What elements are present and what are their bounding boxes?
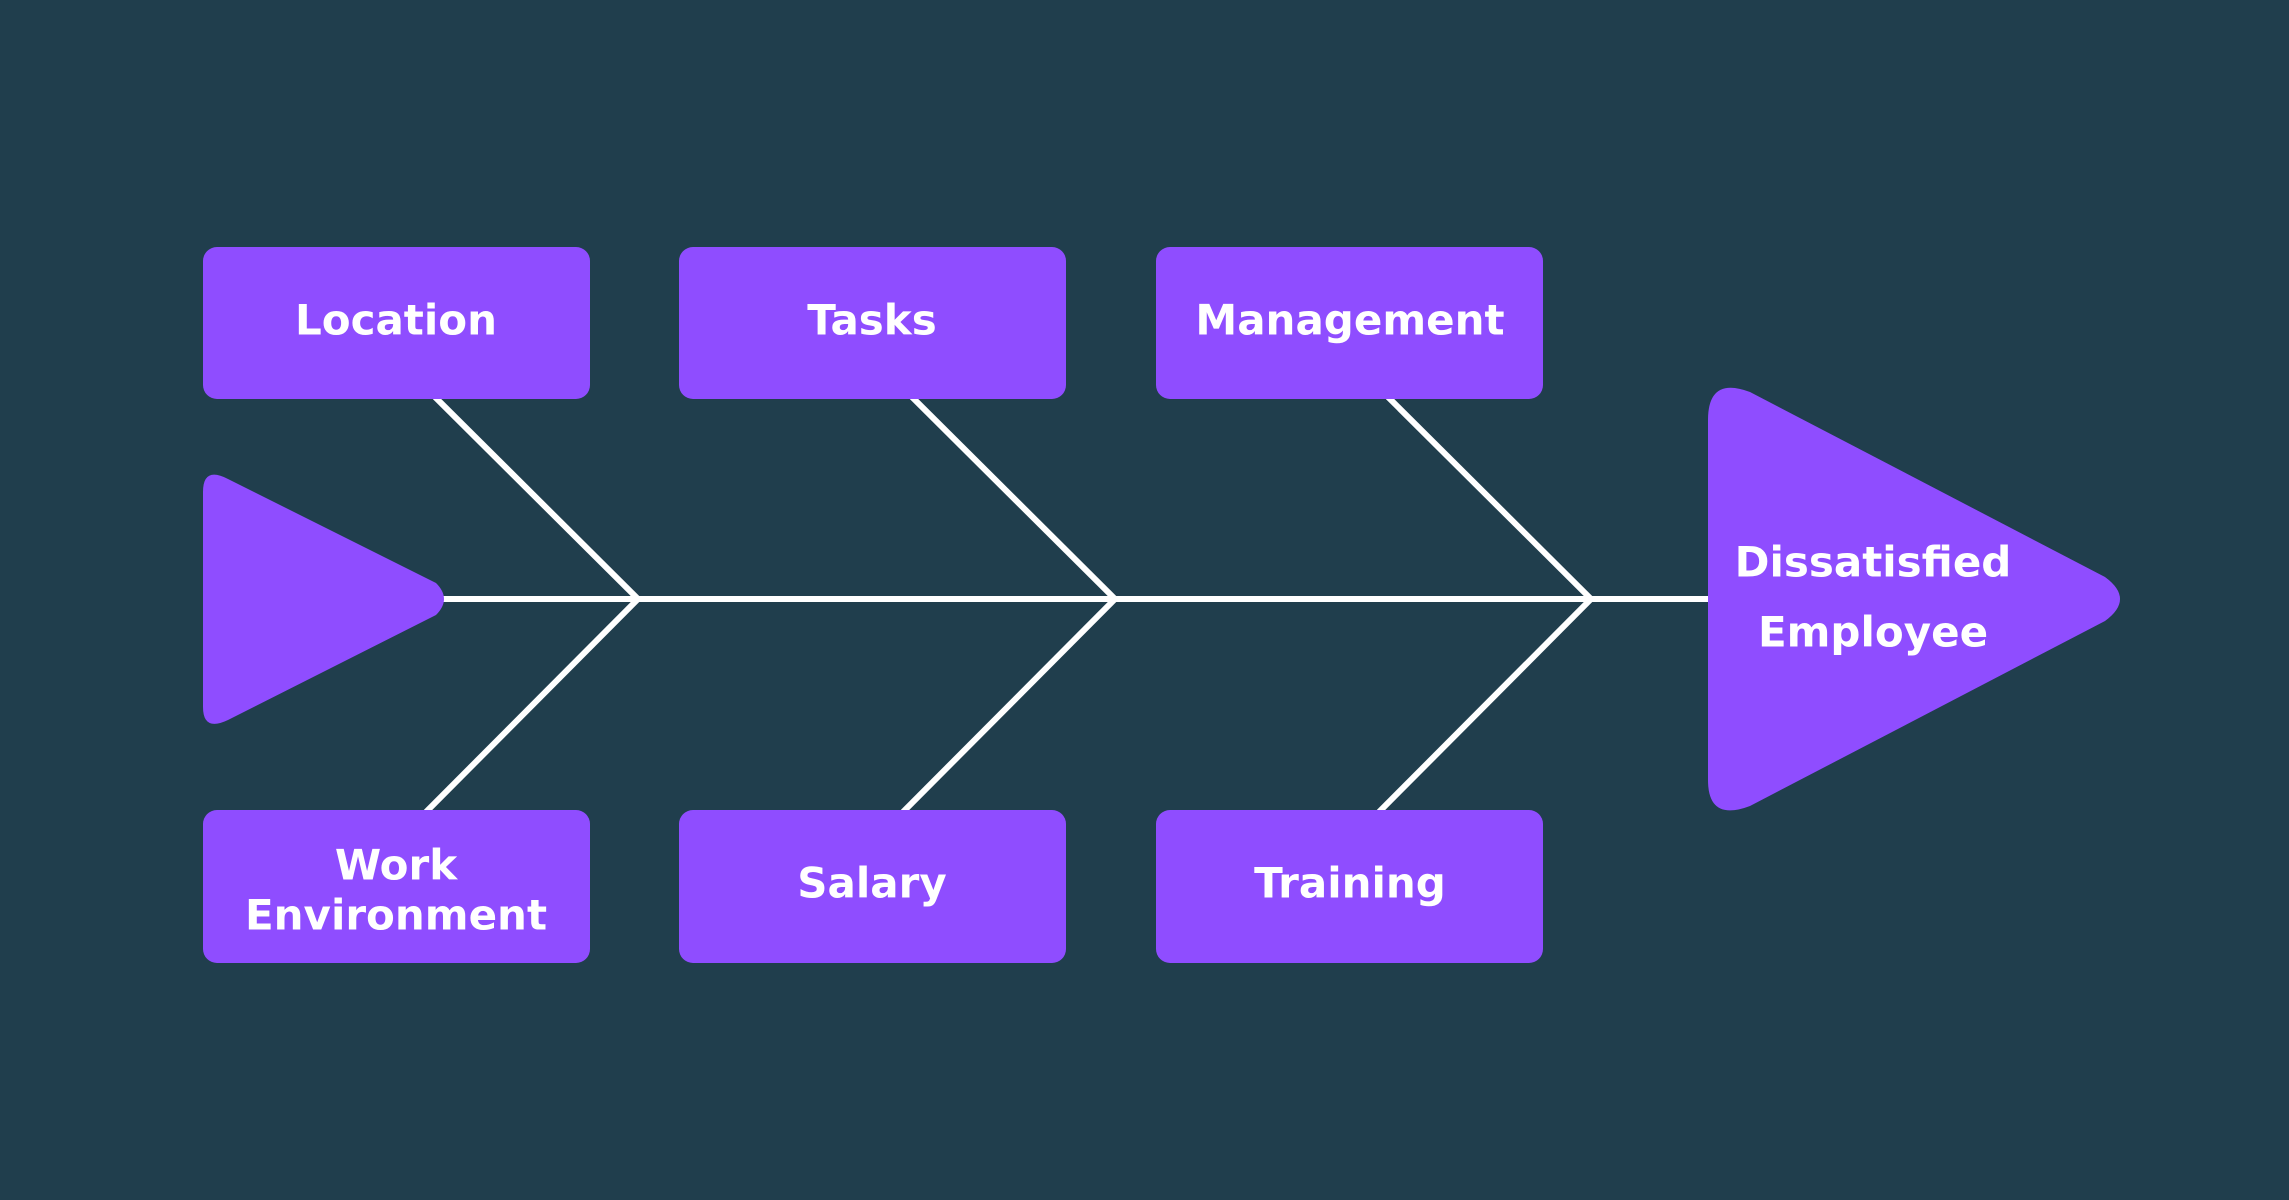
effect-label-line2: Employee — [1758, 608, 1988, 657]
effect-label-line1: Dissatisfied — [1735, 538, 2012, 587]
effect-head-shape — [1708, 387, 2120, 811]
fish-tail-shape — [203, 474, 444, 724]
cause-label-line1: Work — [335, 841, 458, 890]
cause-label: Location — [295, 296, 497, 345]
bone-salary — [900, 596, 1118, 815]
cause-label: Salary — [797, 859, 946, 908]
cause-box-location: Location — [203, 247, 590, 399]
cause-box-work-environment: Work Environment — [203, 810, 590, 963]
bone-tasks — [909, 394, 1118, 602]
cause-box-tasks: Tasks — [679, 247, 1066, 399]
cause-label: Training — [1254, 859, 1446, 908]
cause-box-training: Training — [1156, 810, 1543, 963]
cause-label-line2: Environment — [245, 891, 547, 940]
bone-training — [1376, 596, 1594, 815]
bone-work-environment — [423, 596, 641, 815]
cause-box-salary: Salary — [679, 810, 1066, 963]
bone-management — [1385, 394, 1594, 602]
cause-box-management: Management — [1156, 247, 1543, 399]
bone-location — [432, 394, 641, 602]
cause-label: Tasks — [807, 296, 937, 345]
cause-label: Management — [1195, 296, 1504, 345]
